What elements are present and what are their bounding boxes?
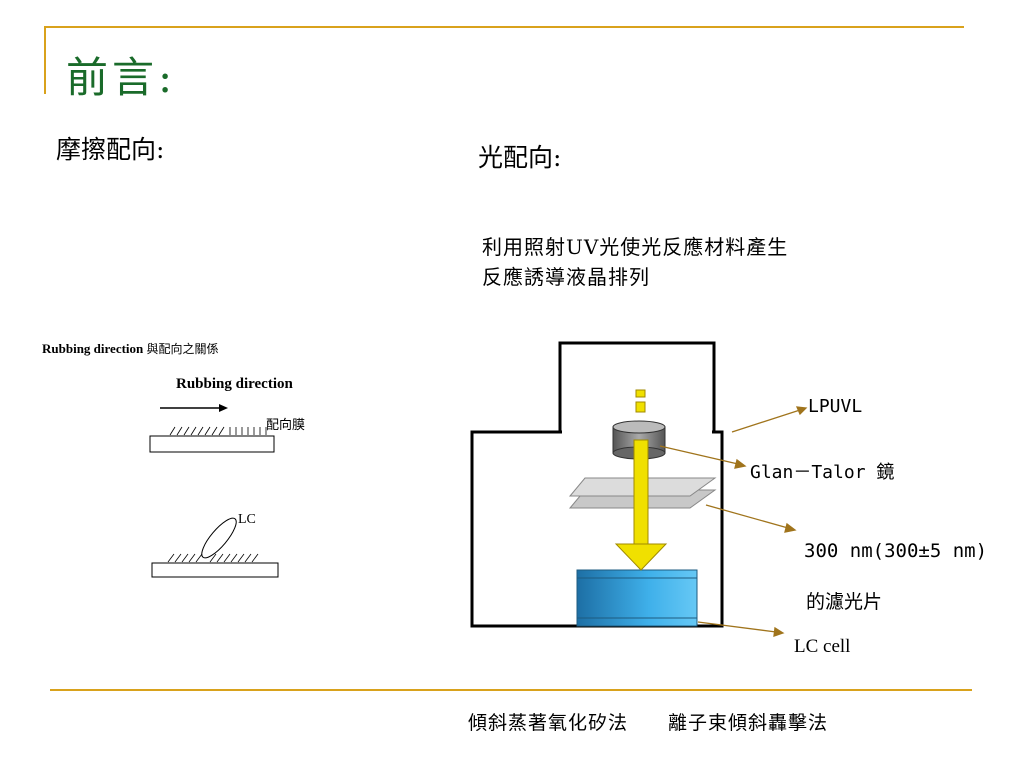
footer: 傾斜蒸著氧化矽法 離子束傾斜轟擊法 — [468, 708, 828, 735]
lpuvl-label: LPUVL — [808, 396, 863, 417]
lc-molecule-label: LC — [238, 512, 256, 527]
rubbing-arrow — [160, 404, 228, 412]
bottom-rule — [50, 689, 972, 691]
rubbing-substrate-top — [149, 426, 275, 453]
filter-label-wavelength: 300 nm(300±5 nm) — [804, 540, 988, 562]
description-line-1: 利用照射UV光使光反應材料產生 — [482, 235, 789, 259]
rubbing-caption-cn: 與配向之關係 — [146, 342, 219, 356]
rubbing-direction-label: Rubbing direction — [176, 376, 293, 392]
rubbing-heading: 摩擦配向: — [56, 135, 165, 164]
top-rule — [44, 26, 964, 28]
rubbing-caption-en: Rubbing direction — [42, 341, 144, 356]
footer-item-evaporation: 傾斜蒸著氧化矽法 — [468, 712, 629, 734]
footer-item-ion-beam: 離子束傾斜轟擊法 — [668, 712, 829, 734]
photo-alignment-description: 利用照射UV光使光反應材料產生 反應誘導液晶排列 — [482, 232, 788, 292]
description-line-2: 反應誘導液晶排列 — [482, 265, 650, 289]
lc-cell-label: LC cell — [794, 636, 851, 657]
glan-taylor-label: Glan－Talor 鏡 — [750, 462, 895, 483]
uv-light-arrow — [614, 389, 668, 571]
leader-lines — [659, 406, 808, 637]
lamp-housing — [558, 341, 716, 437]
slide-title: 前言: — [66, 53, 177, 102]
lc-cell — [576, 569, 698, 627]
left-rule — [44, 26, 46, 94]
rubbing-substrate-bottom — [151, 517, 279, 578]
filter-label-name: 的濾光片 — [806, 591, 883, 613]
rubbing-caption: Rubbing direction 與配向之關係 — [42, 340, 219, 357]
photo-alignment-heading: 光配向: — [478, 143, 562, 172]
alignment-film-label: 配向膜 — [266, 418, 306, 433]
